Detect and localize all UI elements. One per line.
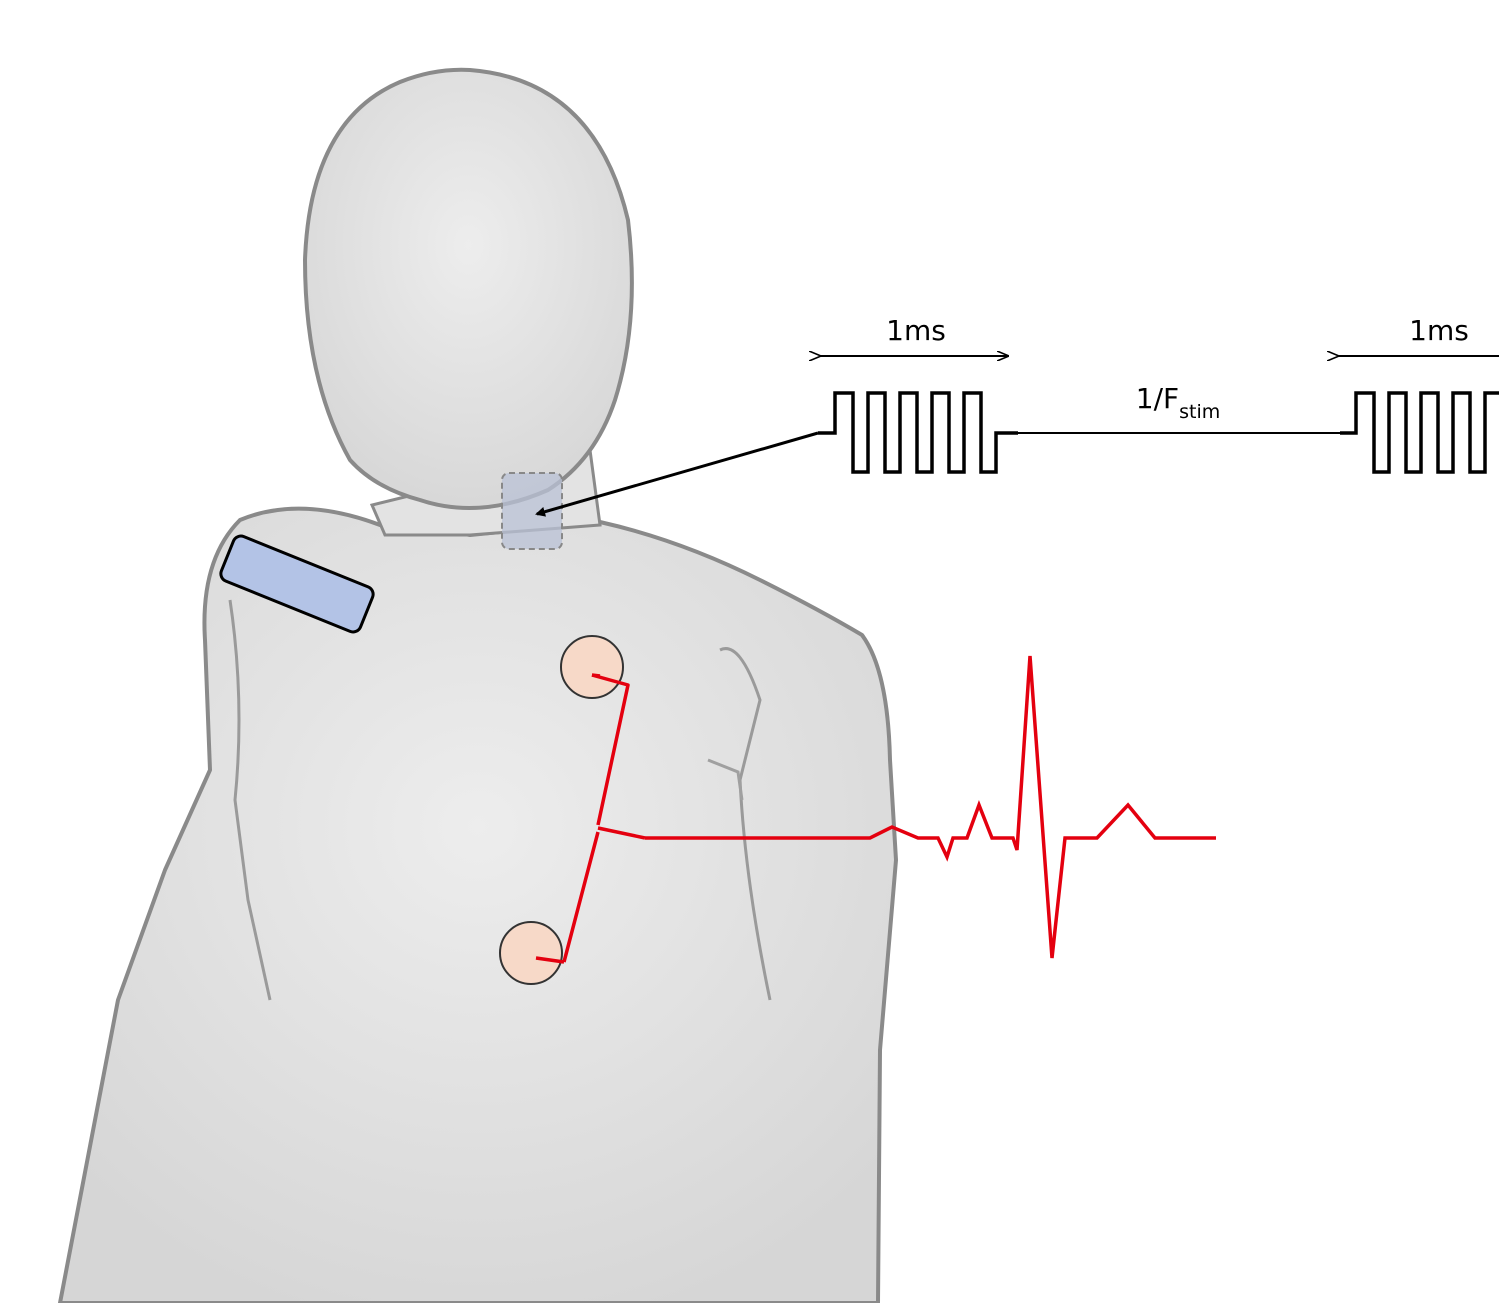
pulse-width-label-right: 1ms — [1409, 314, 1469, 347]
head-outline — [305, 70, 632, 508]
period-main-text: 1/F — [1136, 382, 1179, 415]
human-torso-mannequin — [60, 70, 896, 1303]
ecg-electrode-upper — [561, 636, 623, 698]
burst-pulse-train-left — [818, 393, 1018, 472]
period-label: 1/Fstim — [1136, 382, 1221, 423]
torso-outline — [60, 509, 896, 1303]
pulse-width-label-left: 1ms — [886, 314, 946, 347]
period-subscript: stim — [1179, 401, 1220, 423]
ecg-electrode-lower — [500, 922, 562, 984]
burst-pulse-train-right — [1340, 393, 1499, 472]
neck-stimulation-electrode — [502, 473, 562, 549]
